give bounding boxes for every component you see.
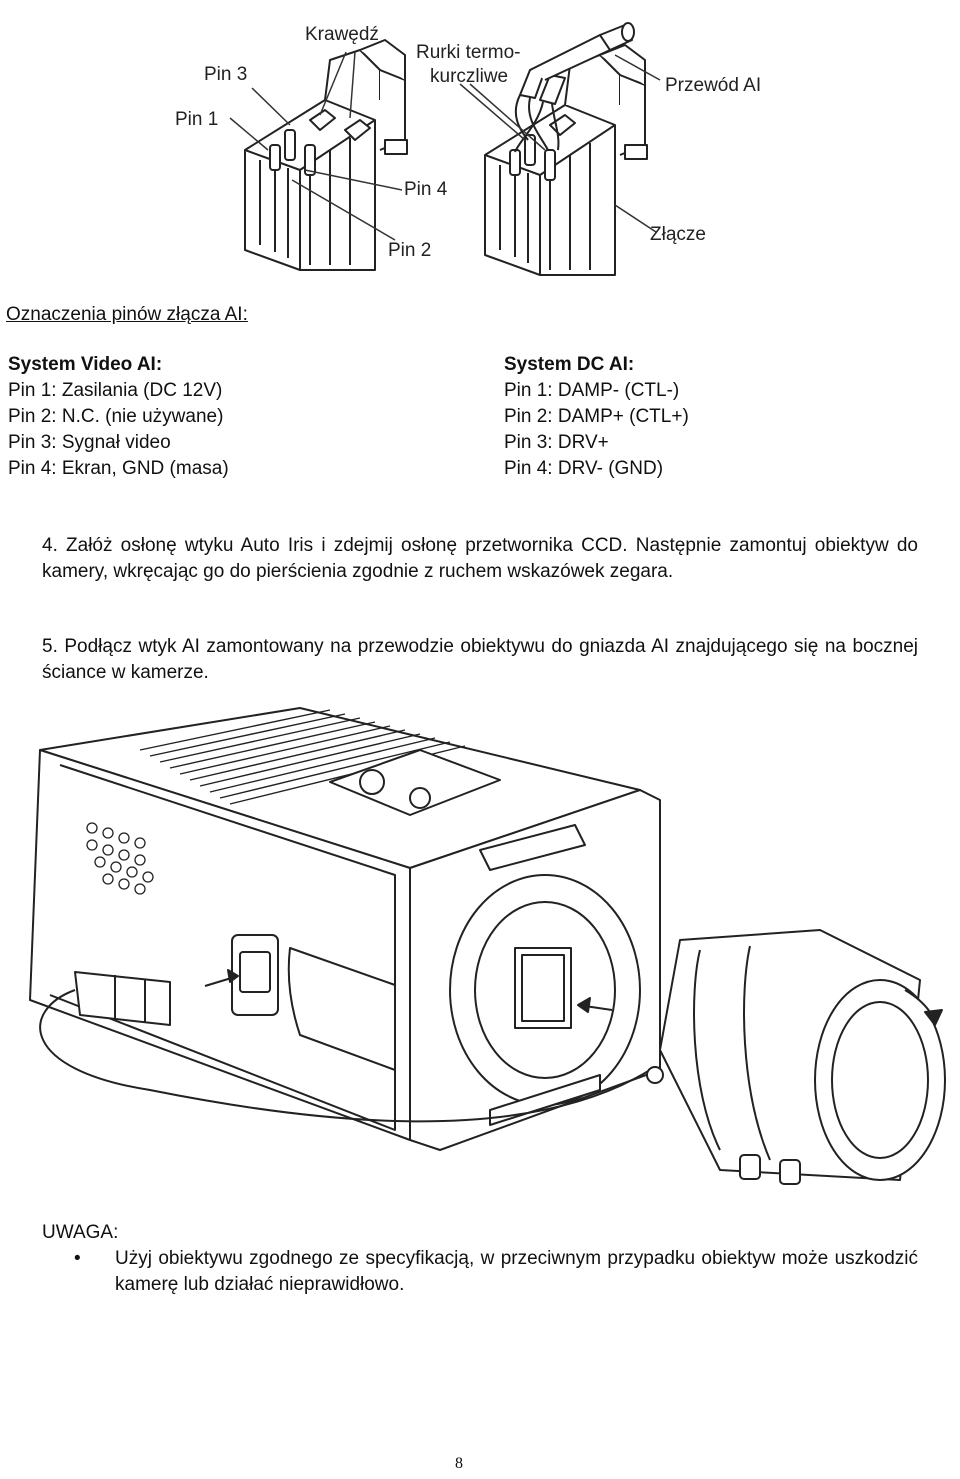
page-number: 8 [455, 1455, 463, 1472]
connector-illustration [229, 22, 661, 276]
label-zlacze: Złącze [650, 224, 706, 245]
video-ai-block: System Video AI: Pin 1: Zasilania (DC 12… [8, 352, 229, 482]
note-title: UWAGA: [42, 1222, 119, 1243]
label-pin2: Pin 2 [388, 240, 432, 261]
pin-heading: Oznaczenia pinów złącza AI: [6, 304, 248, 325]
step-4: 4. Załóż osłonę wtyku Auto Iris i zdejmi… [42, 535, 918, 582]
dc-pin-line: Pin 1: DAMP- (CTL-) [504, 380, 680, 401]
label-pin4: Pin 4 [404, 179, 448, 200]
left-connector [244, 39, 408, 271]
video-pin-line: Pin 3: Sygnał video [8, 432, 171, 453]
video-pin-line: Pin 2: N.C. (nie używane) [8, 406, 224, 427]
dc-pin-line: Pin 2: DAMP+ (CTL+) [504, 406, 689, 427]
dc-pin-line: Pin 3: DRV+ [504, 432, 609, 453]
label-pin1: Pin 1 [175, 109, 219, 130]
note-text: Użyj obiektywu zgodnego ze specyfikacją,… [115, 1248, 918, 1295]
video-pin-line: Pin 1: Zasilania (DC 12V) [8, 380, 223, 401]
label-przewod: Przewód AI [665, 75, 762, 96]
dc-ai-title: System DC AI: [504, 354, 635, 375]
dc-ai-block: System DC AI: Pin 1: DAMP- (CTL-) Pin 2:… [504, 352, 689, 482]
camera-illustration [29, 707, 946, 1185]
dc-pin-line: Pin 4: DRV- (GND) [504, 458, 664, 479]
video-pin-line: Pin 4: Ekran, GND (masa) [8, 458, 229, 479]
label-rurki-1: Rurki termo- [416, 42, 521, 63]
label-rurki-2: kurczliwe [430, 66, 509, 87]
step-5: 5. Podłącz wtyk AI zamontowany na przewo… [42, 636, 918, 683]
right-connector [484, 22, 648, 276]
label-pin3: Pin 3 [204, 64, 248, 85]
label-krawedz: Krawędź [305, 24, 379, 45]
video-ai-title: System Video AI: [8, 354, 163, 375]
note-bullet: • [74, 1248, 81, 1269]
